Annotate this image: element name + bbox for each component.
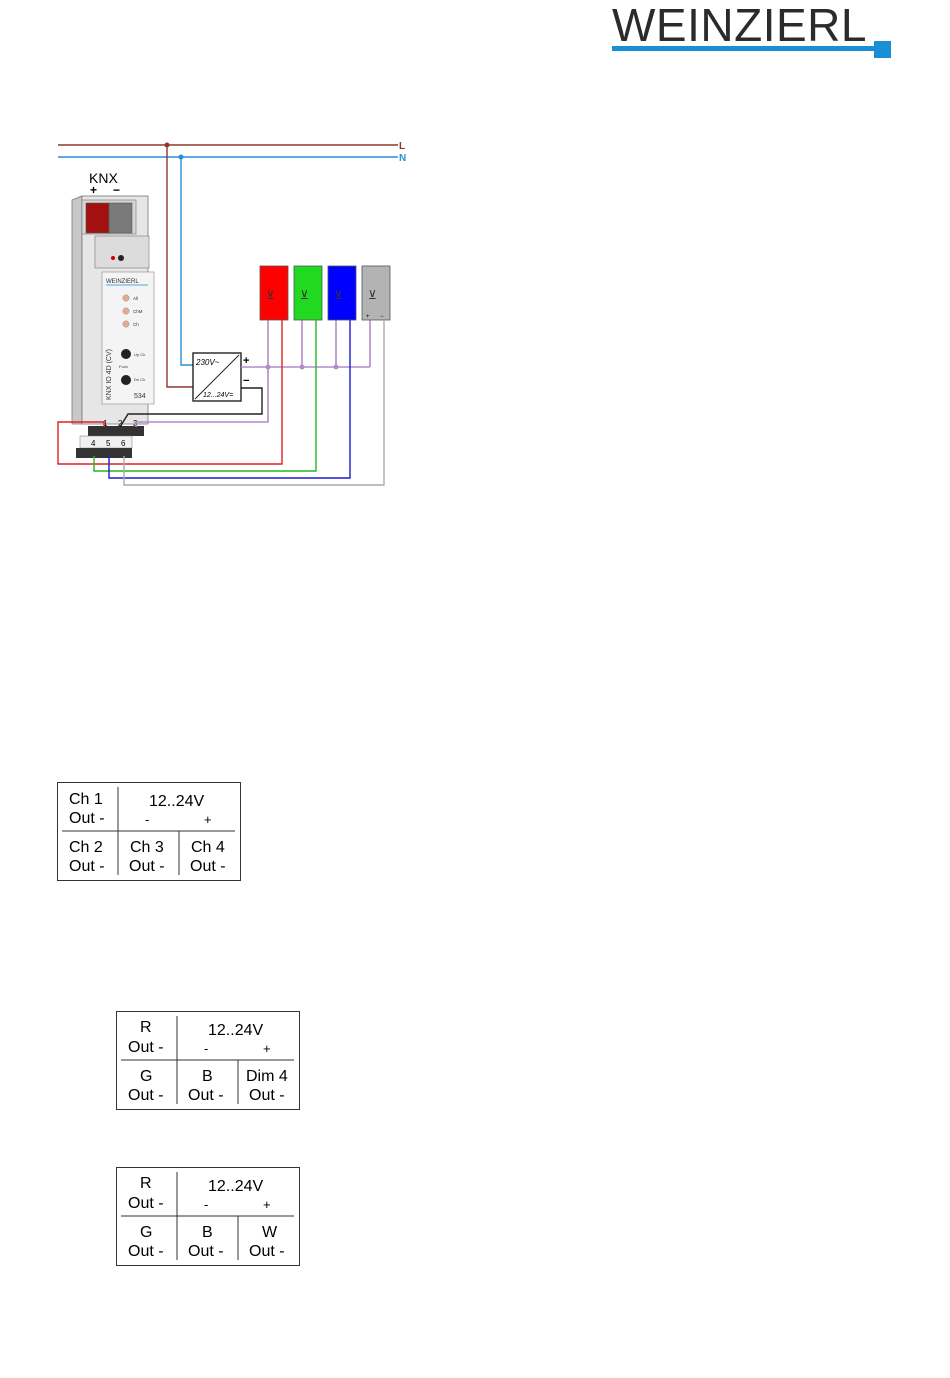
t2-topleft-1: R [140,1019,152,1036]
t2-b3-1: Dim 4 [246,1068,288,1085]
lamp-white: ⊻ [362,266,390,320]
device-number: 534 [134,393,146,400]
t3-b3-1: W [262,1224,278,1241]
terminal-5: 5 [106,439,111,448]
t3-b2-1: B [202,1224,213,1241]
led-ch-label: Ch [133,322,139,327]
t2-plus: + [263,1041,271,1056]
t3-plus: + [263,1197,271,1212]
common-plus-bus [136,320,370,427]
t2-b1-2: Out - [128,1087,164,1104]
terminal-table-rgbw: R Out - 12..24V - + G Out - B Out - W Ou… [116,1167,302,1267]
svg-text:⊻: ⊻ [300,288,309,302]
t1-minus: - [145,812,149,827]
t2-voltage: 12..24V [208,1022,263,1039]
t3-minus: - [204,1197,208,1212]
wiring-diagram: L N KNX + − WEINZIERL All ChM Ch Up Ch F… [0,0,950,500]
svg-text:⊻: ⊻ [334,288,343,302]
lamp-red: ⊻ [260,266,288,320]
t2-b3-2: Out - [249,1087,285,1104]
btn-func-label: Func [119,364,128,369]
t3-topleft-2: Out - [128,1195,164,1212]
t1-b1-1: Ch 2 [69,839,103,856]
t3-b1-1: G [140,1224,152,1241]
t2-topleft-2: Out - [128,1039,164,1056]
t3-voltage: 12..24V [208,1178,263,1195]
led-chm-label: ChM [133,309,143,314]
psu-output-label: 12...24V= [203,392,233,399]
psu-plus: + [243,355,249,367]
led-all-label: All [133,296,138,301]
t3-b2-2: Out - [188,1243,224,1260]
knx-plus: + [90,183,97,197]
t2-b2-2: Out - [188,1087,224,1104]
knx-device: WEINZIERL All ChM Ch Up Ch Func Dn Ch KN… [72,196,154,458]
t1-voltage: 12..24V [149,793,204,810]
btn-up-label: Up Ch [134,352,145,357]
t3-topleft-1: R [140,1175,152,1192]
lamp-green: ⊻ [294,266,322,320]
t1-b3-1: Ch 4 [191,839,225,856]
wire-l-psu [167,145,193,387]
device-model: KNX IO 4D (CV) [106,349,113,400]
psu-input-label: 230V~ [195,358,220,367]
terminal-6: 6 [121,439,126,448]
btn-dn-label: Dn Ch [134,377,145,382]
t2-b2-1: B [202,1068,213,1085]
power-supply: 230V~ 12...24V= + − [193,353,249,401]
t2-minus: - [204,1041,208,1056]
line-n-label: N [399,153,406,164]
t1-b1-2: Out - [69,858,105,875]
t1-b2-1: Ch 3 [130,839,164,856]
terminal-4: 4 [91,439,96,448]
t1-topleft-1: Ch 1 [69,791,103,808]
t3-b3-2: Out - [249,1243,285,1260]
lamp-blue: ⊻ [328,266,356,320]
knx-minus: − [113,183,120,197]
t1-b2-2: Out - [129,858,165,875]
svg-text:⊻: ⊻ [266,288,275,302]
t2-b1-1: G [140,1068,152,1085]
t1-topleft-2: Out - [69,810,105,827]
lamp-white-plus: + [366,314,370,320]
svg-text:⊻: ⊻ [368,288,377,302]
wire-n-psu [181,157,193,365]
t1-b3-2: Out - [190,858,226,875]
psu-minus: − [243,375,249,387]
line-l-label: L [399,141,405,152]
wire-white [124,320,384,485]
lamp-white-minus: − [380,314,384,320]
t1-plus: + [204,812,212,827]
t3-b1-2: Out - [128,1243,164,1260]
terminal-table-rgb-dim: R Out - 12..24V - + G Out - B Out - Dim … [116,1011,302,1111]
device-brand: WEINZIERL [106,279,139,285]
terminal-table-ch: Ch 1 Out - 12..24V - + Ch 2 Out - Ch 3 O… [57,782,243,882]
